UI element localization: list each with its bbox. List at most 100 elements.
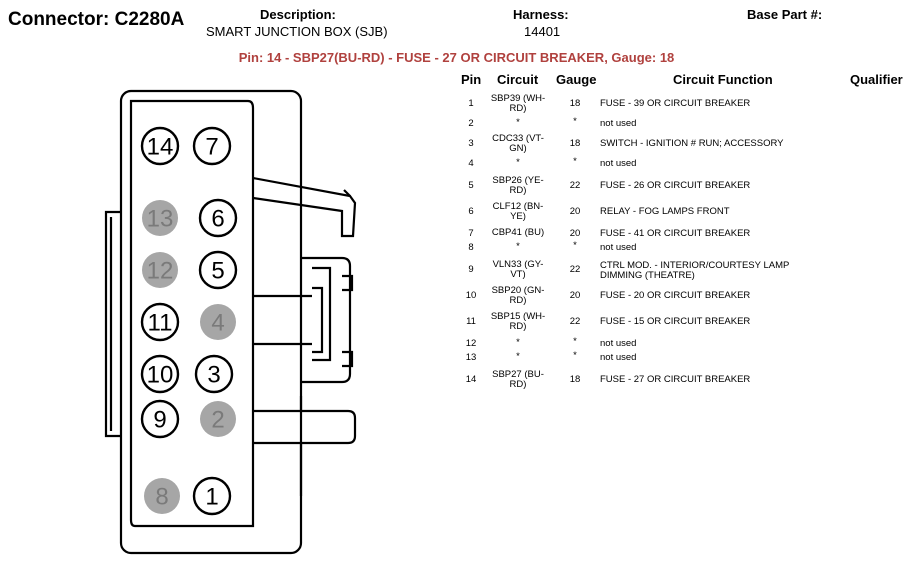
table-cell-function: SWITCH - IGNITION # RUN; ACCESSORY	[600, 138, 784, 149]
table-cell-function: FUSE - 20 OR CIRCUIT BREAKER	[600, 290, 751, 301]
table-cell-circuit: *	[516, 117, 520, 128]
pin-label: 5	[211, 258, 224, 285]
selected-pin-summary: Pin: 14 - SBP27(BU-RD) - FUSE - 27 OR CI…	[238, 50, 675, 65]
table-cell-circuit: SBP39 (WH-RD)	[490, 93, 546, 114]
connector-pin-2: 2	[200, 401, 236, 437]
table-cell-circuit: *	[516, 157, 520, 168]
table-cell-gauge: *	[573, 116, 577, 127]
base-part-label: Base Part #:	[747, 7, 823, 22]
table-cell-gauge: *	[573, 336, 577, 347]
connector-pin-3: 3	[194, 354, 234, 394]
pin-circle	[140, 354, 180, 394]
table-cell-circuit: SBP27 (BU-RD)	[492, 369, 544, 390]
connector-pin-14: 14	[140, 126, 180, 166]
table-cell-pin: 3	[468, 138, 474, 149]
table-cell-pin: 1	[468, 98, 474, 109]
table-cell-function: FUSE - 15 OR CIRCUIT BREAKER	[600, 316, 751, 327]
pin-label: 14	[147, 134, 174, 161]
table-cell-function: CTRL MOD. - INTERIOR/COURTESY LAMP DIMMI…	[600, 260, 790, 281]
table-cell-gauge: *	[573, 350, 577, 361]
description-label: Description:	[260, 7, 336, 22]
pin-label: 13	[147, 206, 174, 233]
table-cell-gauge: 18	[569, 138, 581, 149]
pin-label: 11	[148, 310, 173, 337]
table-cell-function: not used	[600, 338, 637, 349]
table-cell-pin: 8	[468, 242, 474, 253]
table-cell-pin: 10	[465, 290, 477, 301]
connector-pin-13: 13	[142, 200, 178, 236]
table-cell-gauge: 20	[569, 206, 581, 217]
pin-label: 9	[153, 407, 166, 434]
table-cell-circuit: CLF12 (BN-YE)	[492, 201, 544, 222]
table-cell-pin: 13	[465, 352, 477, 363]
pin-circle	[140, 126, 180, 166]
harness-label: Harness:	[513, 7, 569, 22]
connector-pin-6: 6	[198, 198, 238, 238]
pin-label: 1	[205, 484, 218, 511]
connector-pin-4: 4	[200, 304, 236, 340]
table-cell-gauge: 20	[569, 228, 581, 239]
table-cell-function: FUSE - 27 OR CIRCUIT BREAKER	[600, 374, 751, 385]
column-header-qualifier: Qualifier	[850, 72, 903, 87]
table-cell-gauge: 22	[569, 316, 581, 327]
connector-title: Connector: C2280A	[8, 9, 185, 30]
table-cell-function: RELAY - FOG LAMPS FRONT	[600, 206, 730, 217]
harness-value: 14401	[524, 24, 561, 39]
pin-circle	[192, 476, 232, 516]
table-cell-function: not used	[600, 118, 637, 129]
table-cell-circuit: SBP26 (YE-RD)	[492, 175, 544, 196]
table-cell-gauge: 20	[569, 290, 581, 301]
connector-pin-11: 11	[140, 302, 180, 342]
table-cell-circuit: *	[516, 351, 520, 362]
pin-label: 8	[155, 484, 168, 511]
table-cell-pin: 2	[468, 118, 474, 129]
connector-pin-1: 1	[192, 476, 232, 516]
table-cell-function: FUSE - 41 OR CIRCUIT BREAKER	[600, 228, 751, 239]
table-cell-pin: 5	[468, 180, 474, 191]
table-cell-pin: 14	[465, 374, 477, 385]
pin-circle	[200, 304, 236, 340]
column-header-function: Circuit Function	[673, 72, 773, 87]
table-cell-gauge: 22	[569, 264, 581, 275]
connector-pin-12: 12	[142, 252, 178, 288]
connector-pins: 14 7 13 6 12 5 11 4 10 3 9 2 8 1	[140, 126, 238, 516]
table-cell-circuit: SBP20 (GN-RD)	[491, 285, 545, 306]
table-cell-gauge: *	[573, 156, 577, 167]
table-cell-function: not used	[600, 158, 637, 169]
connector-pin-10: 10	[140, 354, 180, 394]
table-cell-pin: 6	[468, 206, 474, 217]
table-cell-circuit: CBP41 (BU)	[491, 227, 545, 238]
table-cell-pin: 9	[468, 264, 474, 275]
table-cell-gauge: *	[573, 240, 577, 251]
pin-label: 12	[147, 258, 174, 285]
connector-pin-8: 8	[144, 478, 180, 514]
pin-label: 3	[207, 362, 220, 389]
table-cell-gauge: 18	[569, 98, 581, 109]
pin-circle	[198, 198, 238, 238]
pin-label: 2	[211, 407, 224, 434]
pin-circle	[194, 354, 234, 394]
table-cell-pin: 4	[468, 158, 474, 169]
table-cell-gauge: 22	[569, 180, 581, 191]
table-cell-pin: 7	[468, 228, 474, 239]
column-header-pin: Pin	[461, 72, 482, 87]
pin-circle	[198, 250, 238, 290]
pin-circle	[140, 399, 180, 439]
table-cell-pin: 11	[466, 316, 476, 327]
pin-circle	[192, 126, 232, 166]
table-cell-gauge: 18	[569, 374, 581, 385]
table-cell-function: not used	[600, 352, 637, 363]
pin-circle	[140, 302, 180, 342]
table-cell-function: FUSE - 26 OR CIRCUIT BREAKER	[600, 180, 751, 191]
pin-label: 6	[211, 206, 224, 233]
connector-pin-9: 9	[140, 399, 180, 439]
connector-pin-7: 7	[192, 126, 232, 166]
pin-label: 4	[211, 310, 224, 337]
connector-pin-5: 5	[198, 250, 238, 290]
pin-label: 10	[147, 362, 174, 389]
pin-circle	[142, 252, 178, 288]
pin-label: 7	[205, 134, 218, 161]
table-cell-circuit: *	[516, 337, 520, 348]
connector-housing	[104, 89, 357, 555]
